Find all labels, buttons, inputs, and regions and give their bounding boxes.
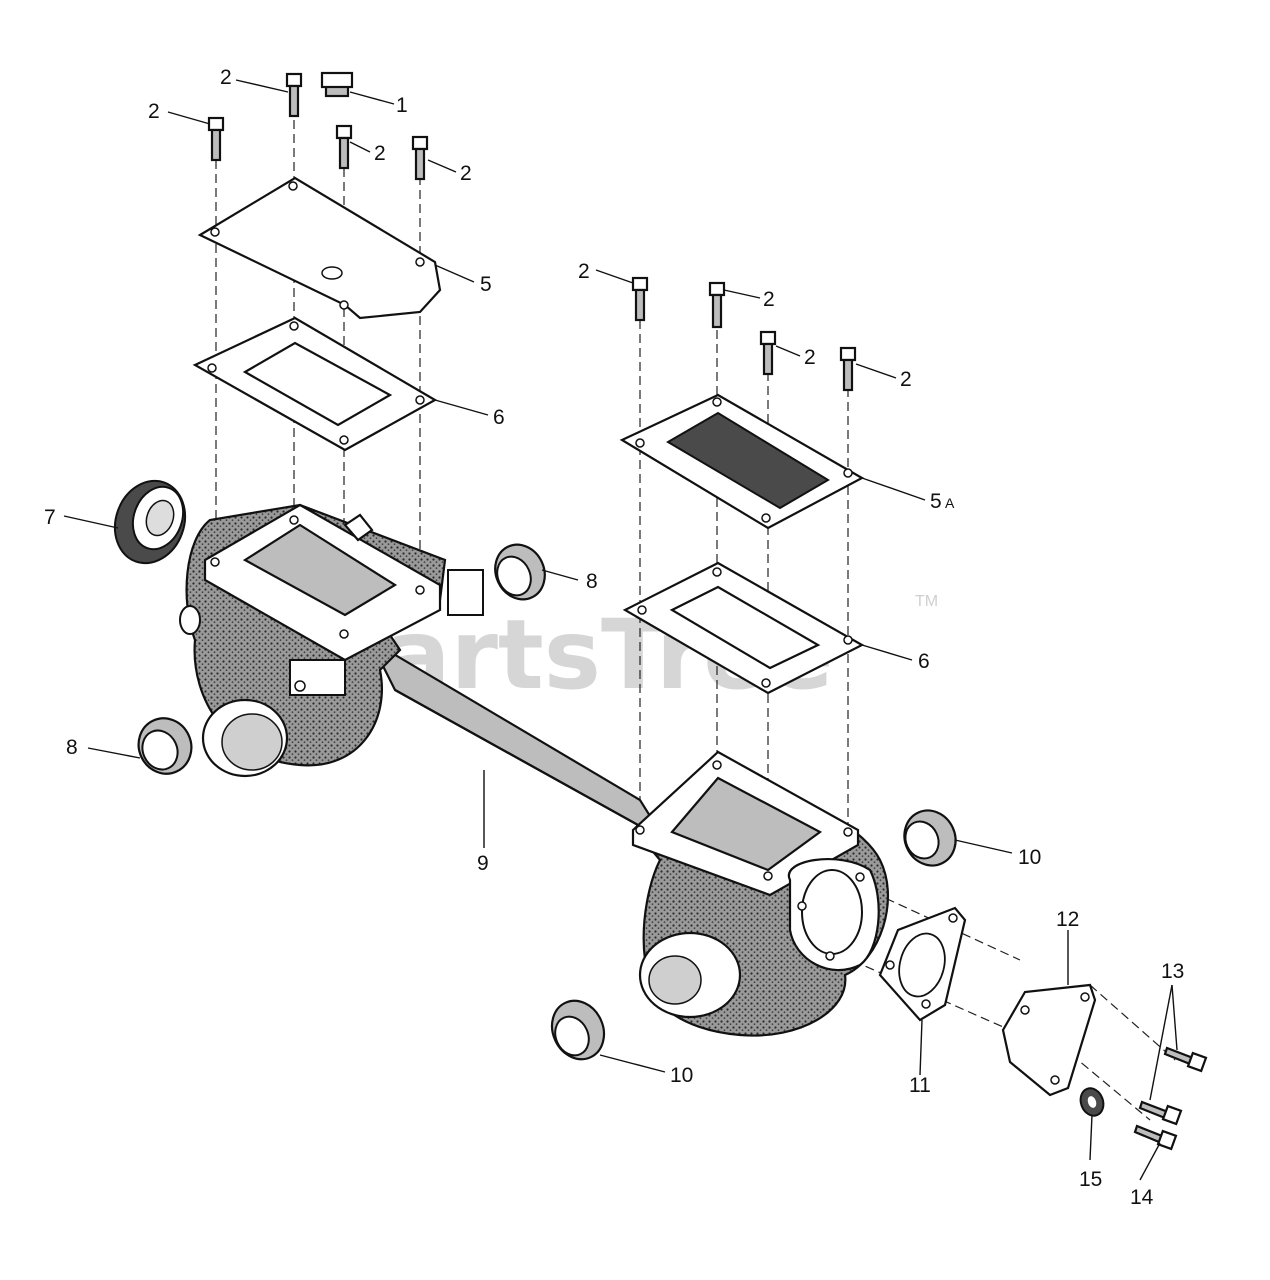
callout-6-left: 6 bbox=[493, 406, 505, 429]
callout-7: 7 bbox=[44, 506, 56, 529]
callout-10-lower: 10 bbox=[670, 1064, 693, 1087]
bearing-8-lower bbox=[137, 717, 193, 775]
callout-15: 15 bbox=[1079, 1168, 1102, 1191]
cover-12 bbox=[1001, 983, 1097, 1097]
bearing-10-lower bbox=[550, 999, 606, 1061]
callout-10-upper: 10 bbox=[1018, 846, 1041, 869]
washer-15 bbox=[1079, 1087, 1105, 1117]
bolt-2b bbox=[285, 72, 303, 118]
callout-2-g: 2 bbox=[804, 346, 816, 369]
bolt-2a bbox=[207, 116, 225, 162]
cover-plate-5 bbox=[197, 176, 442, 320]
callout-1: 1 bbox=[396, 94, 408, 117]
bolt-2d bbox=[411, 135, 429, 181]
callout-9: 9 bbox=[477, 852, 489, 875]
callout-12: 12 bbox=[1056, 908, 1079, 931]
callout-2-c: 2 bbox=[374, 142, 386, 165]
axle-housing bbox=[179, 503, 889, 1037]
bolt-14 bbox=[1133, 1124, 1178, 1151]
callout-2-h: 2 bbox=[900, 368, 912, 391]
callout-2-d: 2 bbox=[460, 162, 472, 185]
callout-8-upper: 8 bbox=[586, 570, 598, 593]
bolts bbox=[207, 72, 857, 392]
callout-6-right: 6 bbox=[918, 650, 930, 673]
bolt-2c bbox=[335, 124, 353, 170]
callout-5: 5 bbox=[480, 273, 492, 296]
leader-lines bbox=[63, 79, 1178, 1181]
callout-2-a: 2 bbox=[220, 66, 232, 89]
callout-14: 14 bbox=[1130, 1186, 1154, 1209]
gasket-11 bbox=[878, 906, 967, 1022]
bolt-2g bbox=[759, 330, 777, 376]
cover-plate-5a bbox=[619, 393, 865, 530]
callout-5a-suffix: A bbox=[945, 495, 955, 511]
seal-7 bbox=[113, 479, 187, 565]
callout-8-lower: 8 bbox=[66, 736, 78, 759]
callout-2-f: 2 bbox=[763, 288, 775, 311]
bolt-2f bbox=[708, 281, 726, 329]
callout-5a-number: 5 bbox=[930, 490, 942, 513]
bolt-2e bbox=[631, 276, 649, 322]
callout-13: 13 bbox=[1161, 960, 1184, 983]
gasket-6-left bbox=[192, 316, 438, 452]
plug-1 bbox=[320, 71, 354, 98]
bolt-13-upper bbox=[1163, 1046, 1208, 1073]
callout-labels: 1 2 2 2 2 2 2 2 2 5 5 A 6 6 7 8 8 9 10 1… bbox=[44, 66, 1184, 1209]
bearing-10-upper bbox=[903, 809, 957, 867]
callout-11: 11 bbox=[909, 1074, 931, 1097]
callout-2-b: 2 bbox=[148, 100, 160, 123]
bolt-2h bbox=[839, 346, 857, 392]
callout-2-e: 2 bbox=[578, 260, 590, 283]
watermark-tm: TM bbox=[915, 593, 938, 610]
bolt-13-lower bbox=[1138, 1100, 1183, 1126]
bearing-8-upper bbox=[494, 543, 546, 601]
